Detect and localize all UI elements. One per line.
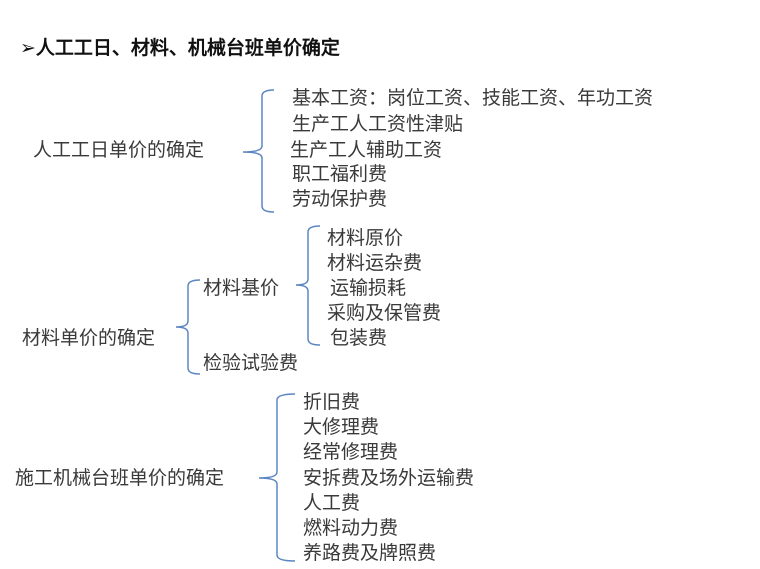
list-item: 基本工资：岗位工资、技能工资、年功工资 [292,87,654,109]
list-item: 安拆费及场外运输费 [303,467,475,489]
material-label: 材料单价的确定 [22,327,156,349]
list-item: 生产工人工资性津贴 [292,113,464,135]
labor-label: 人工工日单价的确定 [33,139,205,161]
list-item: 经常修理费 [303,441,399,463]
list-item: 职工福利费 [292,163,388,185]
list-item: 采购及保管费 [327,302,442,324]
list-item: 折旧费 [303,391,361,413]
slide-title: ➢人工工日、材料、机械台班单价确定 [20,33,340,60]
brace-material-base [295,225,321,346]
material-base-label: 材料基价 [203,277,280,299]
material-inspection: 检验试验费 [203,352,299,374]
list-item: 材料运杂费 [327,252,423,274]
list-item: 材料原价 [327,227,404,249]
machine-label: 施工机械台班单价的确定 [15,467,225,489]
list-item: 包装费 [330,327,388,349]
list-item: 燃料动力费 [303,517,399,539]
brace-machine [258,393,296,562]
list-item: 大修理费 [303,416,380,438]
brace-labor [242,89,275,213]
brace-material [175,279,201,375]
list-item: 运输损耗 [330,277,407,299]
list-item: 人工费 [303,492,361,514]
list-item: 养路费及牌照费 [303,542,437,564]
list-item: 生产工人辅助工资 [290,139,443,161]
title-text: 人工工日、材料、机械台班单价确定 [35,37,340,59]
bullet-arrow-icon: ➢ [20,37,36,59]
list-item: 劳动保护费 [292,188,388,210]
